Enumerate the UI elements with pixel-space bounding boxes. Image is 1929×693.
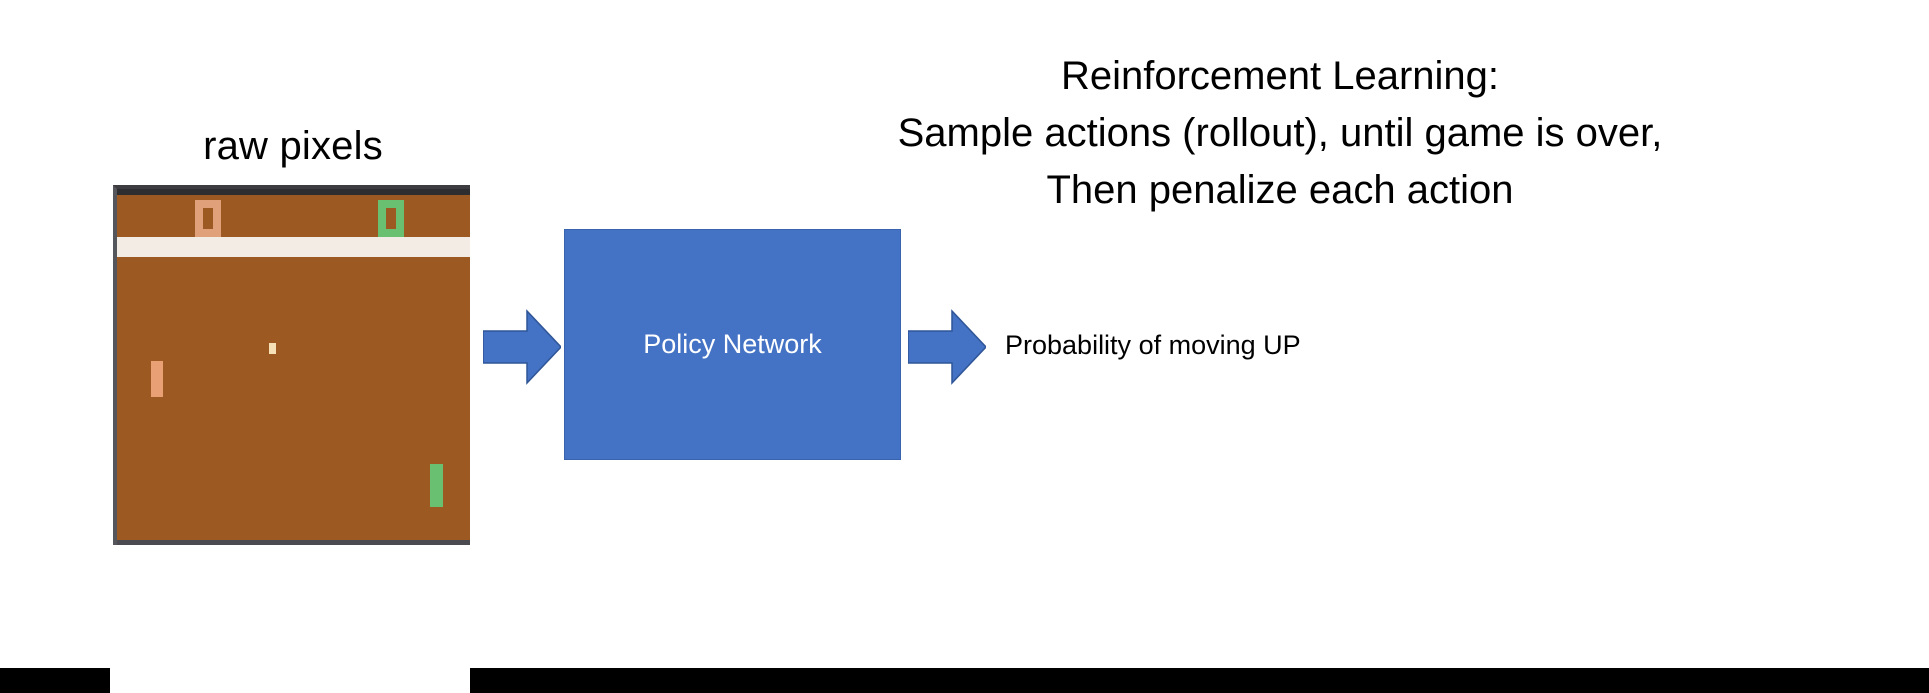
digit-zero-glyph bbox=[378, 200, 404, 237]
pong-game-screenshot bbox=[113, 185, 470, 545]
output-label: Probability of moving UP bbox=[1005, 330, 1301, 360]
headline: Reinforcement Learning: Sample actions (… bbox=[640, 48, 1920, 218]
headline-line-2: Sample actions (rollout), until game is … bbox=[897, 110, 1663, 155]
pong-paddle-left bbox=[151, 361, 163, 397]
input-caption: raw pixels bbox=[203, 124, 383, 168]
arrow-right-icon bbox=[908, 309, 986, 385]
letterbox-bar-right bbox=[470, 668, 1929, 693]
pong-bottom-border bbox=[117, 540, 470, 545]
pong-paddle-right bbox=[430, 464, 443, 507]
letterbox-bar-left bbox=[0, 668, 110, 693]
headline-line-3: Then penalize each action bbox=[1046, 167, 1514, 212]
pong-top-border bbox=[117, 189, 470, 195]
arrow-right-icon bbox=[483, 309, 561, 385]
digit-zero-glyph bbox=[195, 200, 221, 237]
policy-network-label: Policy Network bbox=[643, 329, 822, 359]
pong-divider-band bbox=[117, 237, 470, 257]
policy-network-box[interactable]: Policy Network bbox=[564, 229, 901, 460]
pong-ball bbox=[269, 343, 276, 354]
pong-score-right bbox=[378, 200, 404, 237]
pong-score-left bbox=[195, 200, 221, 237]
headline-line-1: Reinforcement Learning: bbox=[1060, 54, 1500, 98]
